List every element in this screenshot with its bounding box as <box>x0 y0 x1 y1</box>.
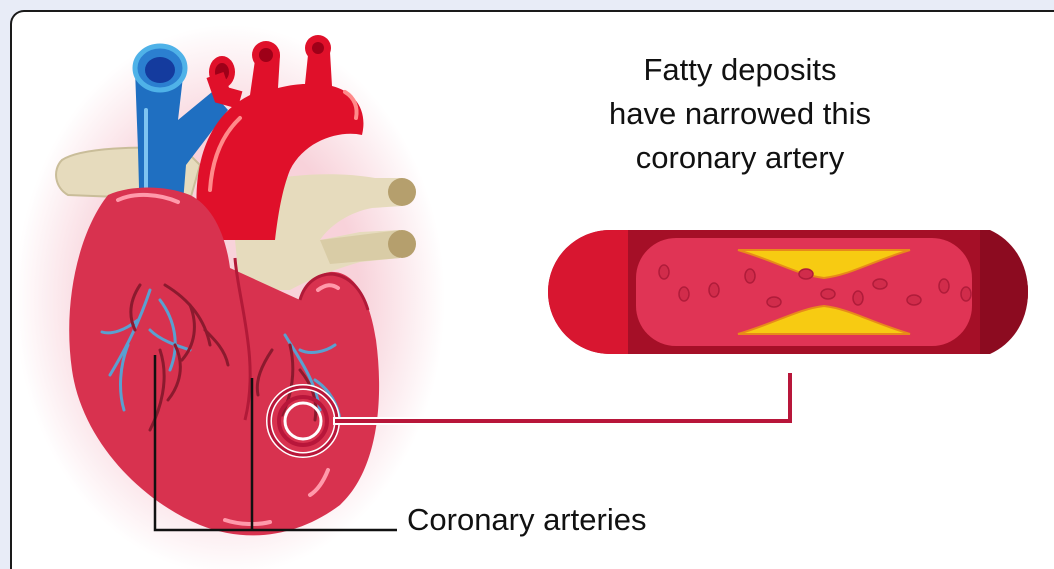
coronary-arteries-label: Coronary arteries <box>407 502 646 538</box>
artery-caption: Fatty deposits have narrowed this corona… <box>560 48 920 180</box>
narrowed-artery-diagram <box>548 230 1028 354</box>
artery-caption-line-1: Fatty deposits <box>560 48 920 92</box>
artery-caption-line-3: coronary artery <box>560 136 920 180</box>
artery-caption-line-2: have narrowed this <box>560 92 920 136</box>
